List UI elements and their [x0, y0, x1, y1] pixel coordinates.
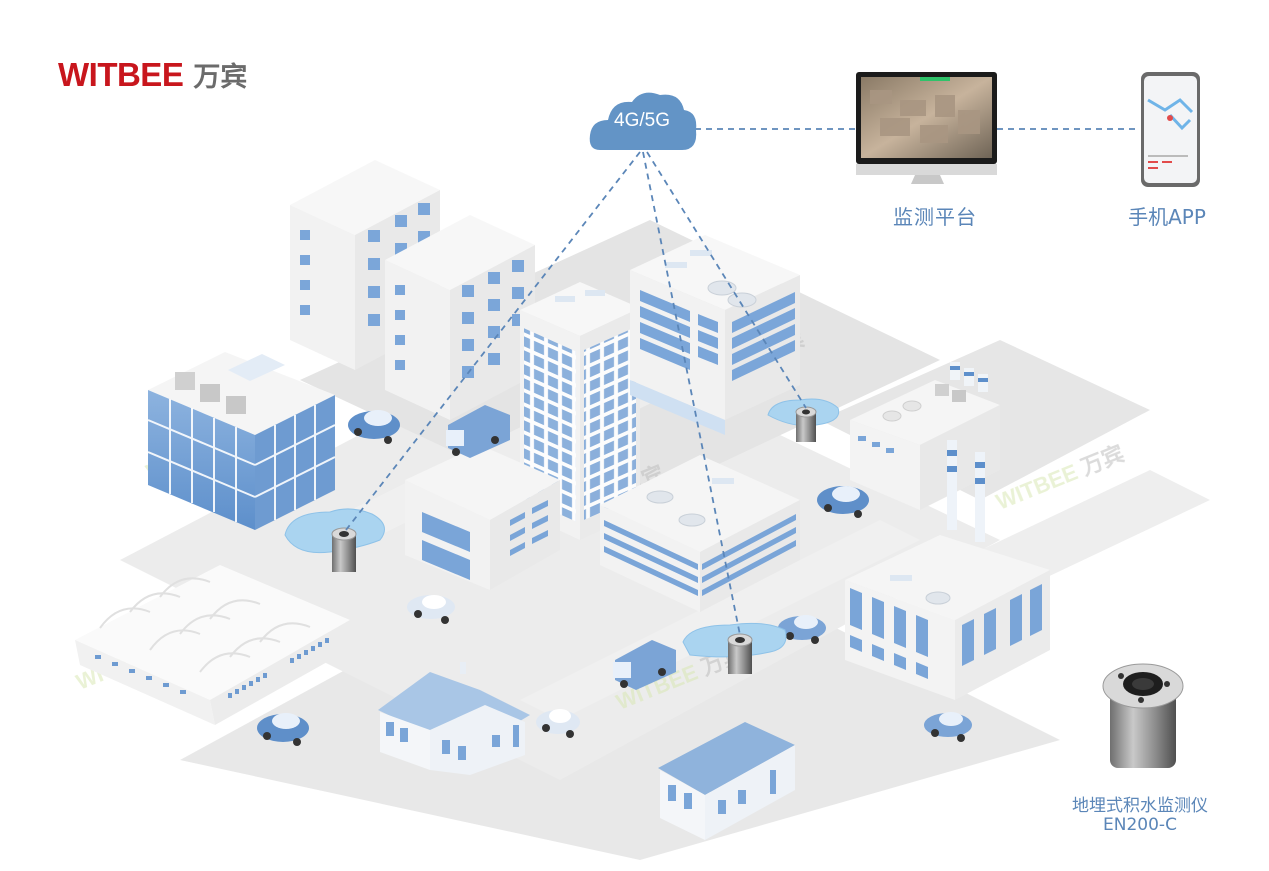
cloud-4g5g-icon	[589, 92, 697, 150]
office-mid-right	[600, 455, 800, 612]
small-chimneys	[950, 362, 988, 392]
app-caption: 手机APP	[1128, 205, 1206, 229]
brand-logo: WITBEE 万宾	[58, 55, 247, 94]
warehouse	[75, 565, 352, 725]
truck-icon	[446, 405, 510, 458]
vehicles	[257, 405, 972, 746]
car-icon	[778, 615, 826, 644]
device-name: 地埋式积水监测仪	[1072, 796, 1208, 816]
logo-text-en: WITBEE	[58, 56, 184, 93]
puddle-sensor-3	[682, 622, 787, 674]
buried-sensor-icon	[1102, 663, 1184, 768]
smartphone-icon	[1141, 72, 1200, 187]
logo-text-cn: 万宾	[193, 62, 248, 93]
office-back-right	[630, 235, 800, 435]
car-icon	[257, 713, 309, 746]
car-icon	[536, 709, 580, 738]
glass-office-left	[147, 352, 336, 530]
platform-caption: 监测平台	[893, 205, 977, 229]
cloud-label: 4G/5G	[614, 110, 670, 131]
office-mid-left	[405, 445, 560, 590]
house-right	[658, 722, 795, 840]
rooftop-units	[175, 354, 285, 414]
puddle-sensor-1	[284, 508, 385, 572]
car-icon	[817, 486, 869, 518]
tall-chimneys	[947, 440, 985, 542]
factory-back	[850, 362, 1000, 510]
monitor-icon	[856, 72, 997, 184]
car-icon	[924, 712, 972, 742]
puddle-sensor-2	[767, 398, 840, 442]
house-left	[378, 662, 530, 775]
center-tower	[520, 282, 640, 540]
device-model: EN200-C	[1103, 815, 1177, 835]
car-icon	[348, 410, 400, 444]
car-icon	[407, 595, 455, 624]
apartment-building-2	[385, 215, 535, 420]
factory-front	[845, 440, 1050, 700]
network-links	[345, 128, 1140, 636]
truck-icon	[613, 640, 676, 690]
